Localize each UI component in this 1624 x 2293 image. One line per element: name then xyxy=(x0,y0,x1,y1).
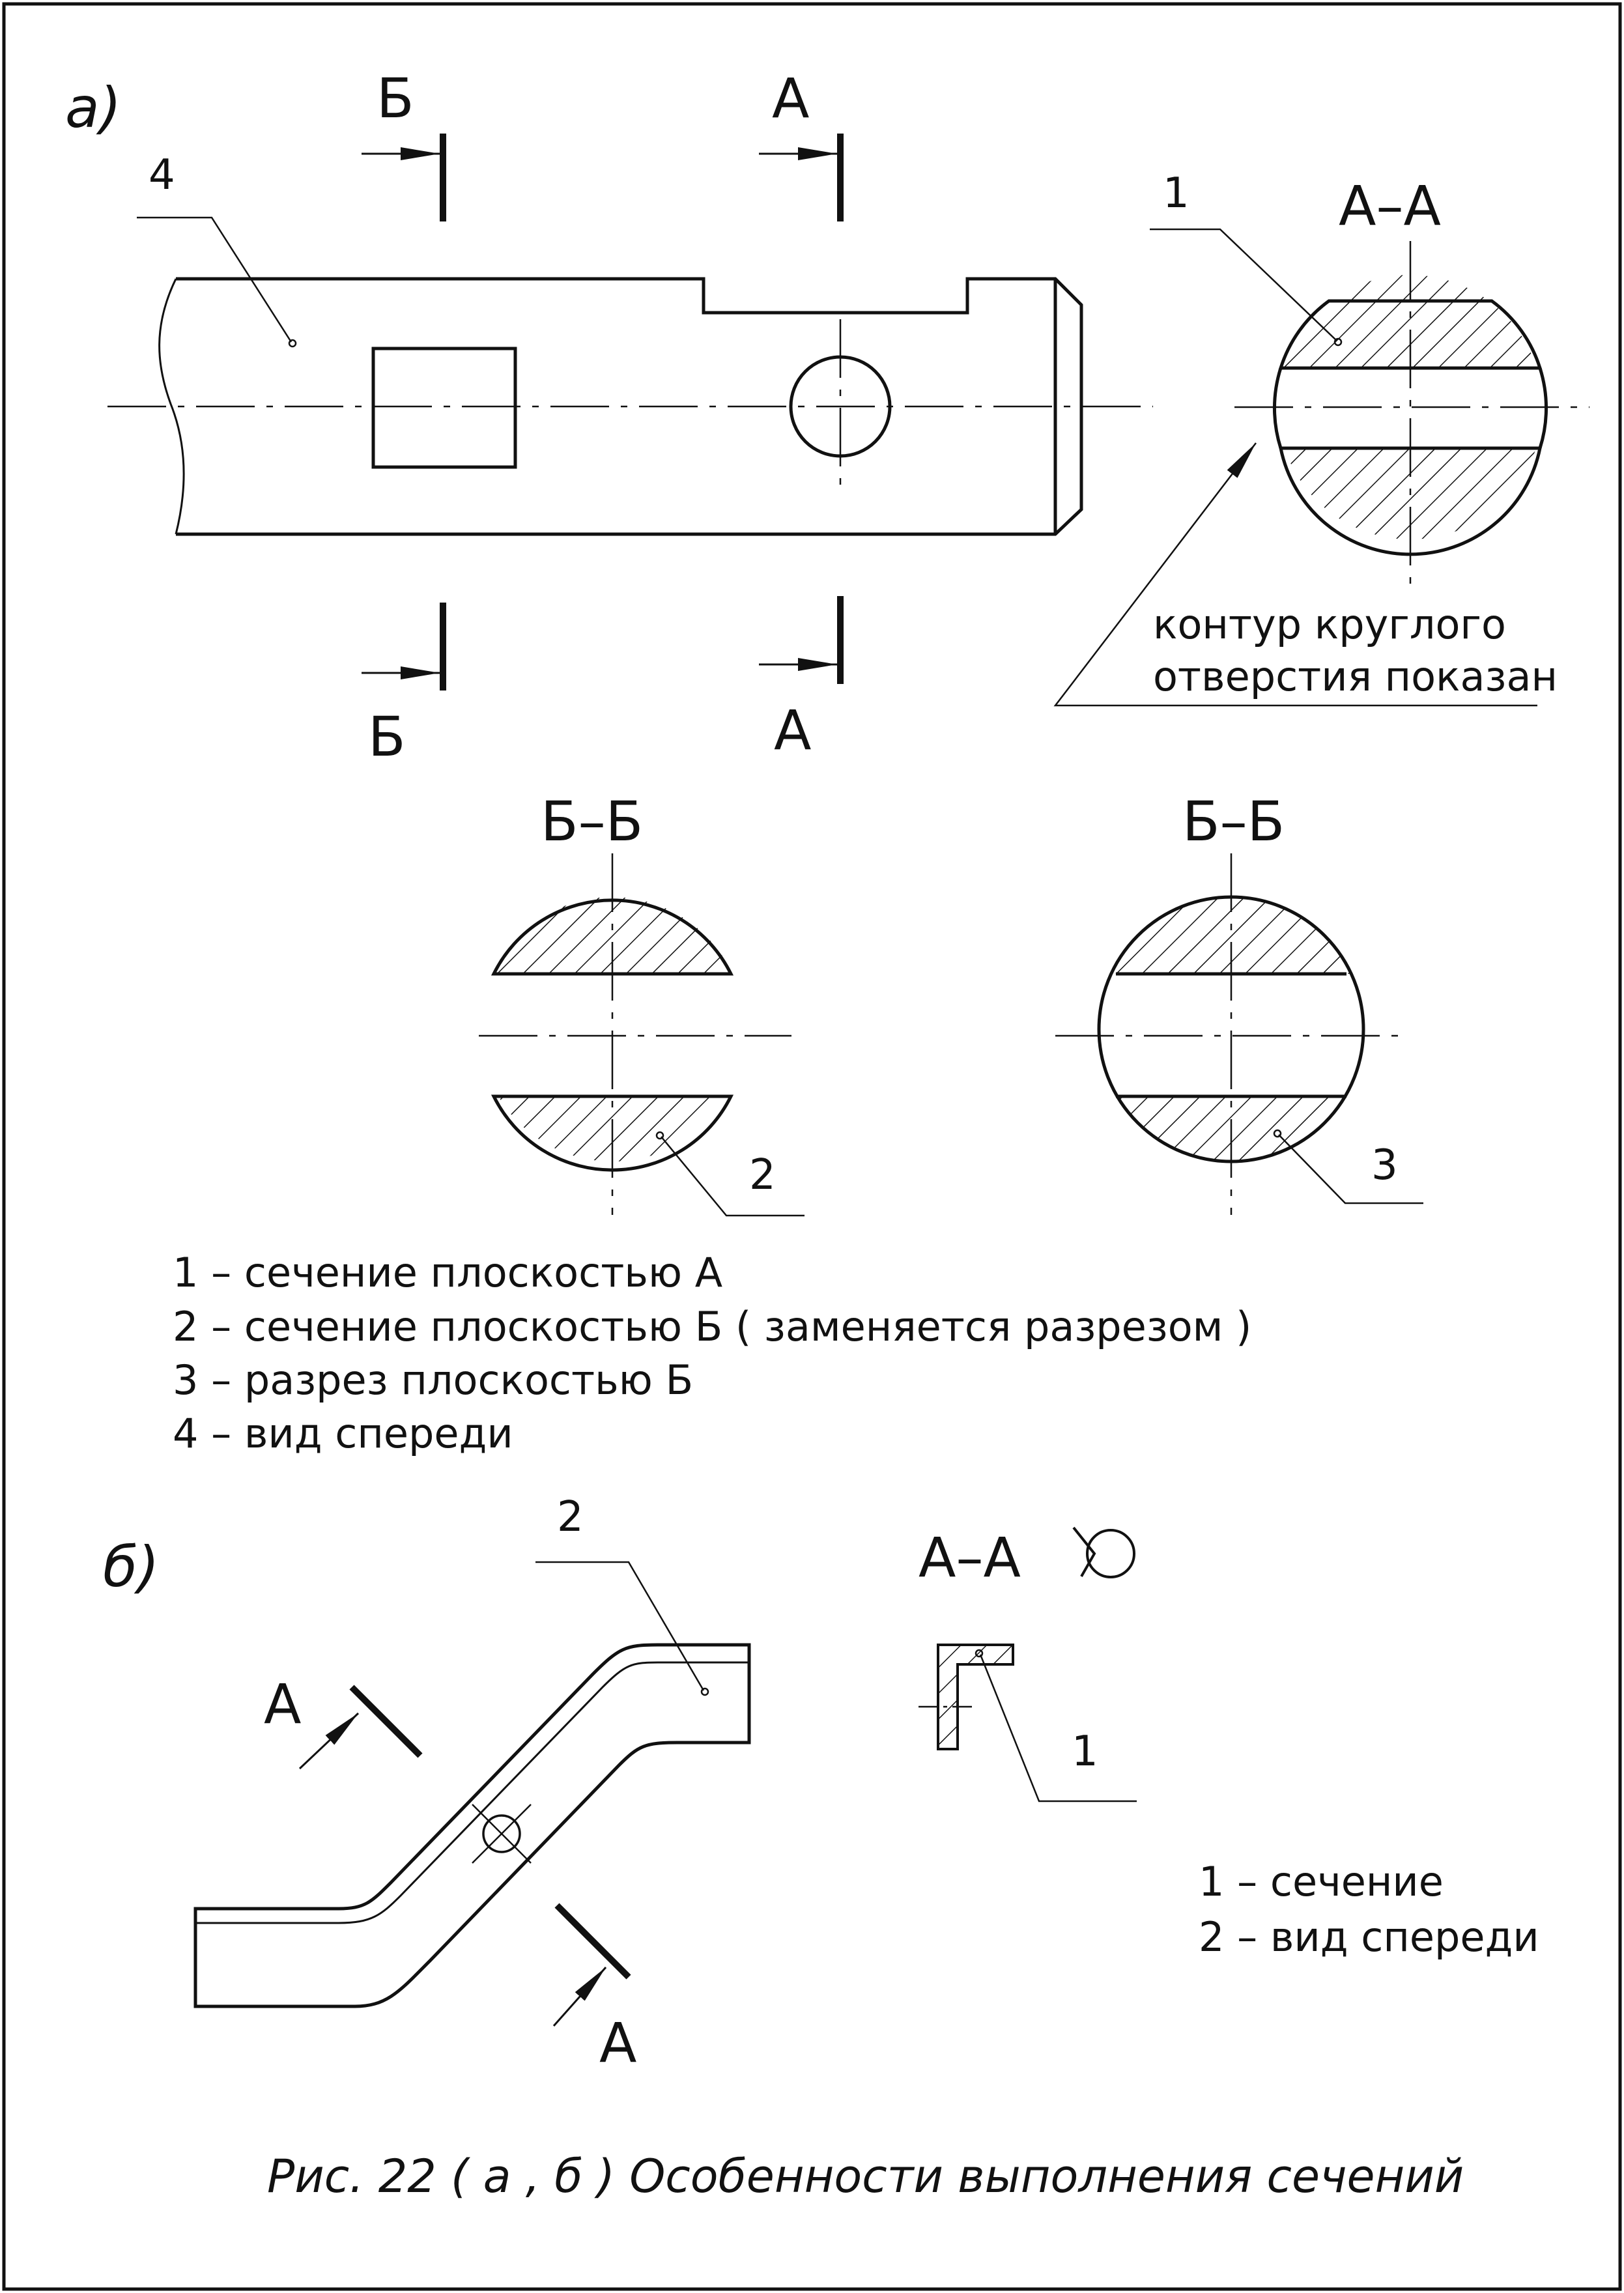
section-b-angle xyxy=(919,1644,1014,1750)
cutting-plane-a xyxy=(759,134,844,684)
legend-a: 1 – сечение плоскостью А 2 – сечение пло… xyxy=(173,1249,1251,1457)
figure-b: б) 2 А А А–А xyxy=(103,1493,1539,2075)
leader-4-number: 4 xyxy=(149,151,175,199)
front-view-centerlines xyxy=(107,319,1153,495)
note-line-2: отверстия показан xyxy=(1153,653,1558,700)
note-line-1: контур круглого xyxy=(1153,601,1506,648)
legend-a-item-4: 4 – вид спереди xyxy=(173,1410,513,1457)
figure-a: а) 4 Б Б xyxy=(65,66,1589,1457)
cutting-plane-b xyxy=(362,134,446,691)
figure-b-label: б) xyxy=(103,1535,160,1600)
leader-b-1-number: 1 xyxy=(1072,1728,1098,1776)
leader-2-number: 2 xyxy=(749,1151,776,1199)
leader-b-2-number: 2 xyxy=(557,1493,584,1541)
section-bb-left-title: Б–Б xyxy=(541,790,643,853)
section-aa-title: А–А xyxy=(1339,174,1441,238)
legend-a-item-2: 2 – сечение плоскостью Б ( заменяется ра… xyxy=(173,1303,1251,1350)
figure-a-label: а) xyxy=(65,76,121,141)
legend-b: 1 – сечение 2 – вид спереди xyxy=(1199,1858,1539,1961)
leader-b-1 xyxy=(975,1649,1137,1802)
note-leader xyxy=(1053,442,1537,707)
cut-b-top-label: Б xyxy=(377,66,414,130)
rotated-sign xyxy=(1072,1526,1135,1578)
legend-b-item-2: 2 – вид спереди xyxy=(1199,1913,1539,1961)
leader-1-number: 1 xyxy=(1163,169,1190,218)
square-hole xyxy=(371,347,517,469)
section-bb-right-title: Б–Б xyxy=(1182,790,1285,853)
bracket-front-view xyxy=(193,1643,751,2008)
cut-a-top-label: А xyxy=(772,66,809,130)
leader-4 xyxy=(137,216,297,348)
leader-1 xyxy=(1150,228,1343,347)
legend-a-item-3: 3 – разрез плоскостью Б xyxy=(173,1356,693,1404)
cut-a-lower-label: А xyxy=(599,2011,636,2075)
cut-a-upper-label: А xyxy=(264,1672,301,1736)
figure-caption: Рис. 22 ( а , б ) Особенности выполнения… xyxy=(267,2150,1464,2203)
leader-b-2 xyxy=(535,1561,709,1696)
section-bb-right xyxy=(1055,853,1423,1215)
legend-a-item-1: 1 – сечение плоскостью А xyxy=(173,1249,722,1296)
cut-b-bottom-label: Б xyxy=(368,705,406,769)
section-b-title: А–А xyxy=(919,1526,1021,1589)
bracket-hole xyxy=(482,1814,521,1853)
leader-3-number: 3 xyxy=(1371,1141,1398,1189)
legend-b-item-1: 1 – сечение xyxy=(1199,1858,1444,1905)
cutting-plane-b-a xyxy=(298,1685,631,2027)
cut-a-bottom-label: А xyxy=(774,698,811,762)
